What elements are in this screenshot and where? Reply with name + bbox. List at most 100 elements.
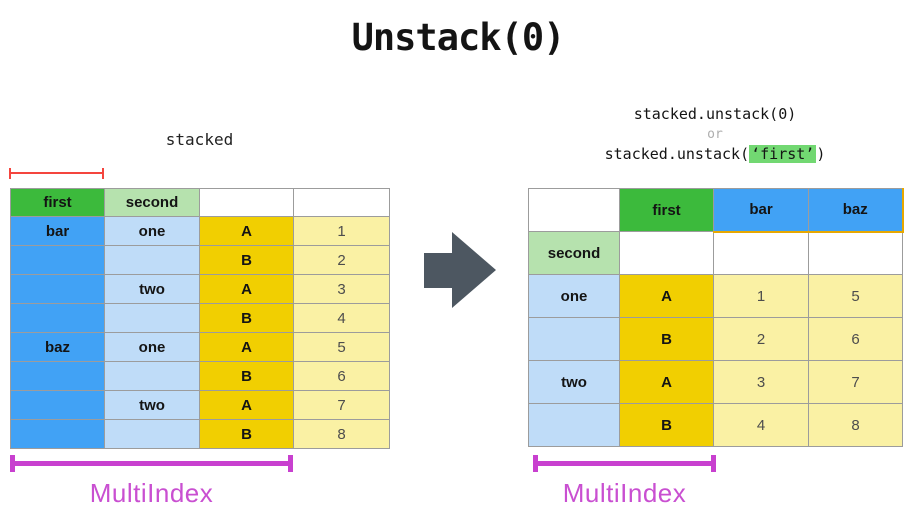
- corner-cell-blank: [528, 188, 620, 232]
- index-cell: [104, 361, 200, 391]
- index-cell: A: [619, 360, 714, 404]
- index-cell: A: [619, 274, 714, 318]
- index-cell: one: [104, 216, 200, 246]
- table-row: B 4: [10, 303, 390, 333]
- index-cell: [104, 303, 200, 333]
- code-suffix: ): [816, 145, 826, 163]
- stacked-table: first second bar one A 1 B 2 two A 3 B: [10, 188, 390, 449]
- value-cell: 7: [808, 360, 903, 404]
- table-row: B 6: [10, 361, 390, 391]
- value-cell: 2: [293, 245, 390, 275]
- multiindex-bracket-icon: [533, 455, 716, 472]
- first-column-bracket-icon: [9, 168, 104, 179]
- blank-cell: [713, 231, 809, 275]
- value-cell: 3: [293, 274, 390, 304]
- header-cell-second: second: [104, 188, 200, 217]
- bracket-end: [10, 455, 15, 472]
- index-cell: [10, 245, 105, 275]
- table-row: bar one A 1: [10, 216, 390, 246]
- table-row: B 2: [10, 245, 390, 275]
- table-row: second: [528, 231, 903, 275]
- index-cell: [104, 419, 200, 449]
- index-cell: [528, 403, 620, 447]
- header-cell-first: first: [619, 188, 714, 232]
- bracket-end: [9, 168, 11, 179]
- table-row: two A 7: [10, 390, 390, 420]
- index-cell: [10, 303, 105, 333]
- code-line-2: stacked.unstack(‘first’): [528, 144, 902, 165]
- value-cell: 6: [293, 361, 390, 391]
- index-cell: two: [104, 274, 200, 304]
- value-cell: 4: [293, 303, 390, 333]
- table-row: one A 1 5: [528, 274, 903, 318]
- index-cell: B: [199, 361, 294, 391]
- header-cell-blank: [199, 188, 294, 217]
- value-cell: 7: [293, 390, 390, 420]
- bracket-end: [533, 455, 538, 472]
- header-cell-bar: bar: [713, 188, 809, 233]
- index-cell: B: [199, 419, 294, 449]
- bracket-end: [288, 455, 293, 472]
- index-cell: baz: [10, 332, 105, 362]
- value-cell: 2: [713, 317, 809, 361]
- code-highlight-first: ‘first’: [749, 145, 817, 163]
- bracket-end: [102, 168, 104, 179]
- code-or: or: [707, 127, 723, 142]
- value-cell: 1: [713, 274, 809, 318]
- table-row: B 2 6: [528, 317, 903, 361]
- table-row: two A 3 7: [528, 360, 903, 404]
- unstacked-table: first bar baz second one A 1 5 B 2 6 two…: [528, 188, 904, 447]
- value-cell: 5: [808, 274, 903, 318]
- index-cell: A: [199, 216, 294, 246]
- table-row: baz one A 5: [10, 332, 390, 362]
- bracket-end: [711, 455, 716, 472]
- index-cell: B: [199, 303, 294, 333]
- table-row: first second: [10, 188, 390, 217]
- bracket-bar: [10, 461, 293, 466]
- table-row: first bar baz: [528, 188, 904, 233]
- index-cell: B: [619, 403, 714, 447]
- table-row: two A 3: [10, 274, 390, 304]
- index-cell: two: [528, 360, 620, 404]
- value-cell: 8: [808, 403, 903, 447]
- page-title: Unstack(0): [351, 16, 566, 59]
- table-row: B 8: [10, 419, 390, 449]
- index-cell: [10, 274, 105, 304]
- header-cell-baz: baz: [808, 188, 904, 233]
- transform-arrow-icon: [424, 253, 452, 288]
- index-cell: one: [528, 274, 620, 318]
- index-cell: B: [199, 245, 294, 275]
- code-line-1: stacked.unstack(0): [633, 105, 797, 123]
- bracket-bar: [9, 172, 104, 174]
- index-cell: A: [199, 274, 294, 304]
- value-cell: 8: [293, 419, 390, 449]
- value-cell: 6: [808, 317, 903, 361]
- index-cell: B: [619, 317, 714, 361]
- index-cell: bar: [10, 216, 105, 246]
- value-cell: 5: [293, 332, 390, 362]
- index-cell: [10, 361, 105, 391]
- multiindex-label: MultiIndex: [562, 478, 687, 508]
- blank-cell: [619, 231, 714, 275]
- header-cell-blank: [293, 188, 390, 217]
- index-cell: [10, 390, 105, 420]
- value-cell: 3: [713, 360, 809, 404]
- table-row: B 4 8: [528, 403, 903, 447]
- index-cell: one: [104, 332, 200, 362]
- index-cell: A: [199, 390, 294, 420]
- transform-arrow-icon: [452, 232, 496, 308]
- multiindex-label: MultiIndex: [89, 478, 214, 508]
- header-cell-first: first: [10, 188, 105, 217]
- header-cell-second: second: [528, 231, 620, 275]
- index-cell: [104, 245, 200, 275]
- index-cell: [10, 419, 105, 449]
- value-cell: 1: [293, 216, 390, 246]
- index-cell: two: [104, 390, 200, 420]
- multiindex-bracket-icon: [10, 455, 293, 472]
- bracket-bar: [533, 461, 716, 466]
- stacked-caption: stacked: [165, 130, 234, 149]
- code-prefix: stacked.unstack(: [604, 145, 750, 163]
- value-cell: 4: [713, 403, 809, 447]
- index-cell: A: [199, 332, 294, 362]
